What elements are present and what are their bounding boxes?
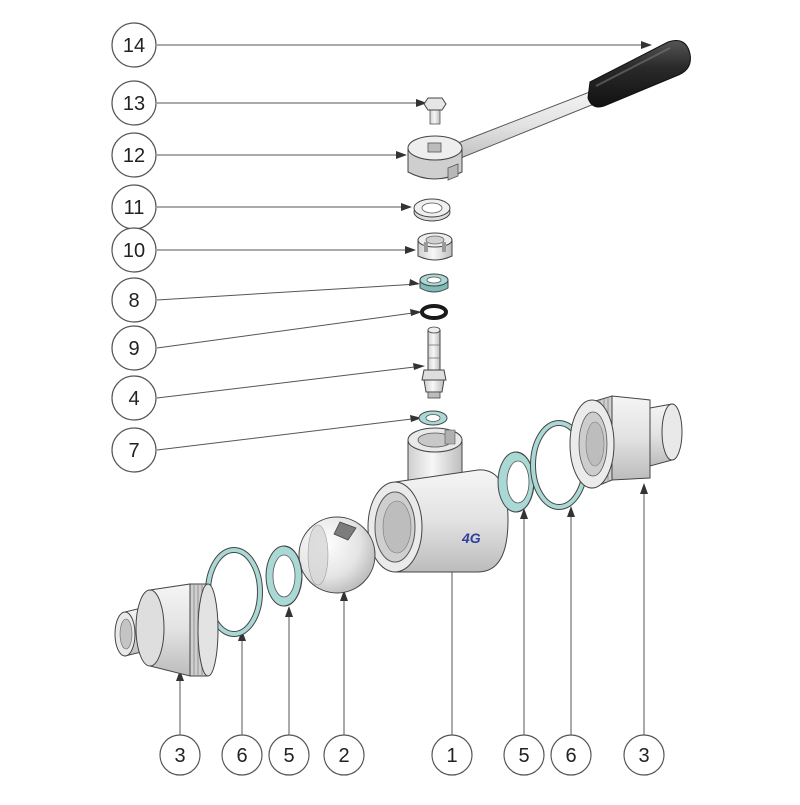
callout-14: 14 bbox=[111, 22, 157, 68]
callout-bottom-6-right: 6 bbox=[550, 734, 592, 776]
callout-bottom-5-left-label: 5 bbox=[283, 745, 294, 767]
arrowhead-b6-right bbox=[567, 506, 575, 517]
callout-12-label: 12 bbox=[123, 145, 145, 167]
part-thrust-seal bbox=[418, 410, 448, 426]
callout-bottom-2-label: 2 bbox=[338, 745, 349, 767]
callout-14-label: 14 bbox=[123, 35, 145, 57]
part-end-connector-right bbox=[569, 395, 683, 489]
callout-11-label: 11 bbox=[124, 197, 145, 219]
part-valve-body: 4G bbox=[367, 427, 509, 573]
arrowhead-12 bbox=[396, 151, 407, 159]
callout-bottom-3-right-label: 3 bbox=[638, 745, 649, 767]
arrowhead-b6-left bbox=[238, 630, 246, 641]
part-end-connector-left bbox=[114, 583, 219, 677]
callout-bottom-1: 1 bbox=[431, 734, 473, 776]
callout-bottom-2: 2 bbox=[323, 734, 365, 776]
leader-lines bbox=[156, 44, 650, 735]
callout-bottom-3-left-label: 3 bbox=[174, 745, 185, 767]
callout-9-label: 9 bbox=[128, 338, 139, 360]
callout-bottom-5-left: 5 bbox=[268, 734, 310, 776]
body-logo: 4G bbox=[461, 530, 481, 546]
part-stem bbox=[421, 326, 447, 399]
callout-bottom-3-left: 3 bbox=[159, 734, 201, 776]
part-bolt bbox=[423, 97, 447, 125]
arrowhead-14 bbox=[641, 41, 652, 49]
part-seat-right bbox=[497, 451, 535, 513]
callout-bottom-1-label: 1 bbox=[446, 745, 457, 767]
arrowhead-4 bbox=[413, 363, 425, 370]
part-seat-left bbox=[265, 545, 303, 607]
arrowhead-13 bbox=[416, 99, 427, 107]
part-handle-lever bbox=[439, 40, 691, 165]
callout-7: 7 bbox=[111, 427, 157, 473]
arrowhead-11 bbox=[401, 203, 412, 211]
callout-bottom-5-right: 5 bbox=[503, 734, 545, 776]
part-stem-seal bbox=[419, 273, 449, 293]
callout-10: 10 bbox=[111, 227, 157, 273]
part-slotted-nut bbox=[417, 232, 453, 261]
callout-9: 9 bbox=[111, 325, 157, 371]
callout-7-label: 7 bbox=[128, 440, 139, 462]
leader-line-4 bbox=[156, 365, 424, 399]
leader-line-8 bbox=[156, 283, 419, 301]
part-washer bbox=[413, 198, 451, 222]
callout-4: 4 bbox=[111, 375, 157, 421]
part-o-ring-black bbox=[420, 304, 448, 320]
callout-4-label: 4 bbox=[128, 388, 139, 410]
callout-8: 8 bbox=[111, 277, 157, 323]
leader-arrowheads bbox=[176, 41, 652, 681]
callout-bottom-6-left-label: 6 bbox=[236, 745, 247, 767]
leader-line-7 bbox=[156, 417, 421, 451]
callout-bottom-5-right-label: 5 bbox=[518, 745, 529, 767]
arrowhead-b3-right bbox=[640, 483, 648, 494]
arrowhead-b5-left bbox=[285, 606, 293, 617]
callout-bottom-3-right: 3 bbox=[623, 734, 665, 776]
part-lever-head bbox=[407, 135, 463, 181]
arrowhead-b5-right bbox=[520, 508, 528, 519]
callout-13: 13 bbox=[111, 80, 157, 126]
arrowhead-8 bbox=[409, 279, 420, 286]
arrowhead-b3-left bbox=[176, 670, 184, 681]
arrowhead-9 bbox=[410, 309, 422, 316]
callout-bottom-6-right-label: 6 bbox=[565, 745, 576, 767]
arrowhead-10 bbox=[405, 246, 416, 254]
callout-8-label: 8 bbox=[128, 290, 139, 312]
callout-11: 11 bbox=[111, 184, 157, 230]
callout-bottom-6-left: 6 bbox=[221, 734, 263, 776]
callout-13-label: 13 bbox=[123, 93, 145, 115]
arrowhead-7 bbox=[410, 415, 422, 422]
arrowhead-b2 bbox=[340, 590, 348, 601]
callout-10-label: 10 bbox=[123, 240, 145, 262]
callout-12: 12 bbox=[111, 132, 157, 178]
leader-line-9 bbox=[156, 311, 421, 349]
part-ball bbox=[298, 516, 376, 594]
